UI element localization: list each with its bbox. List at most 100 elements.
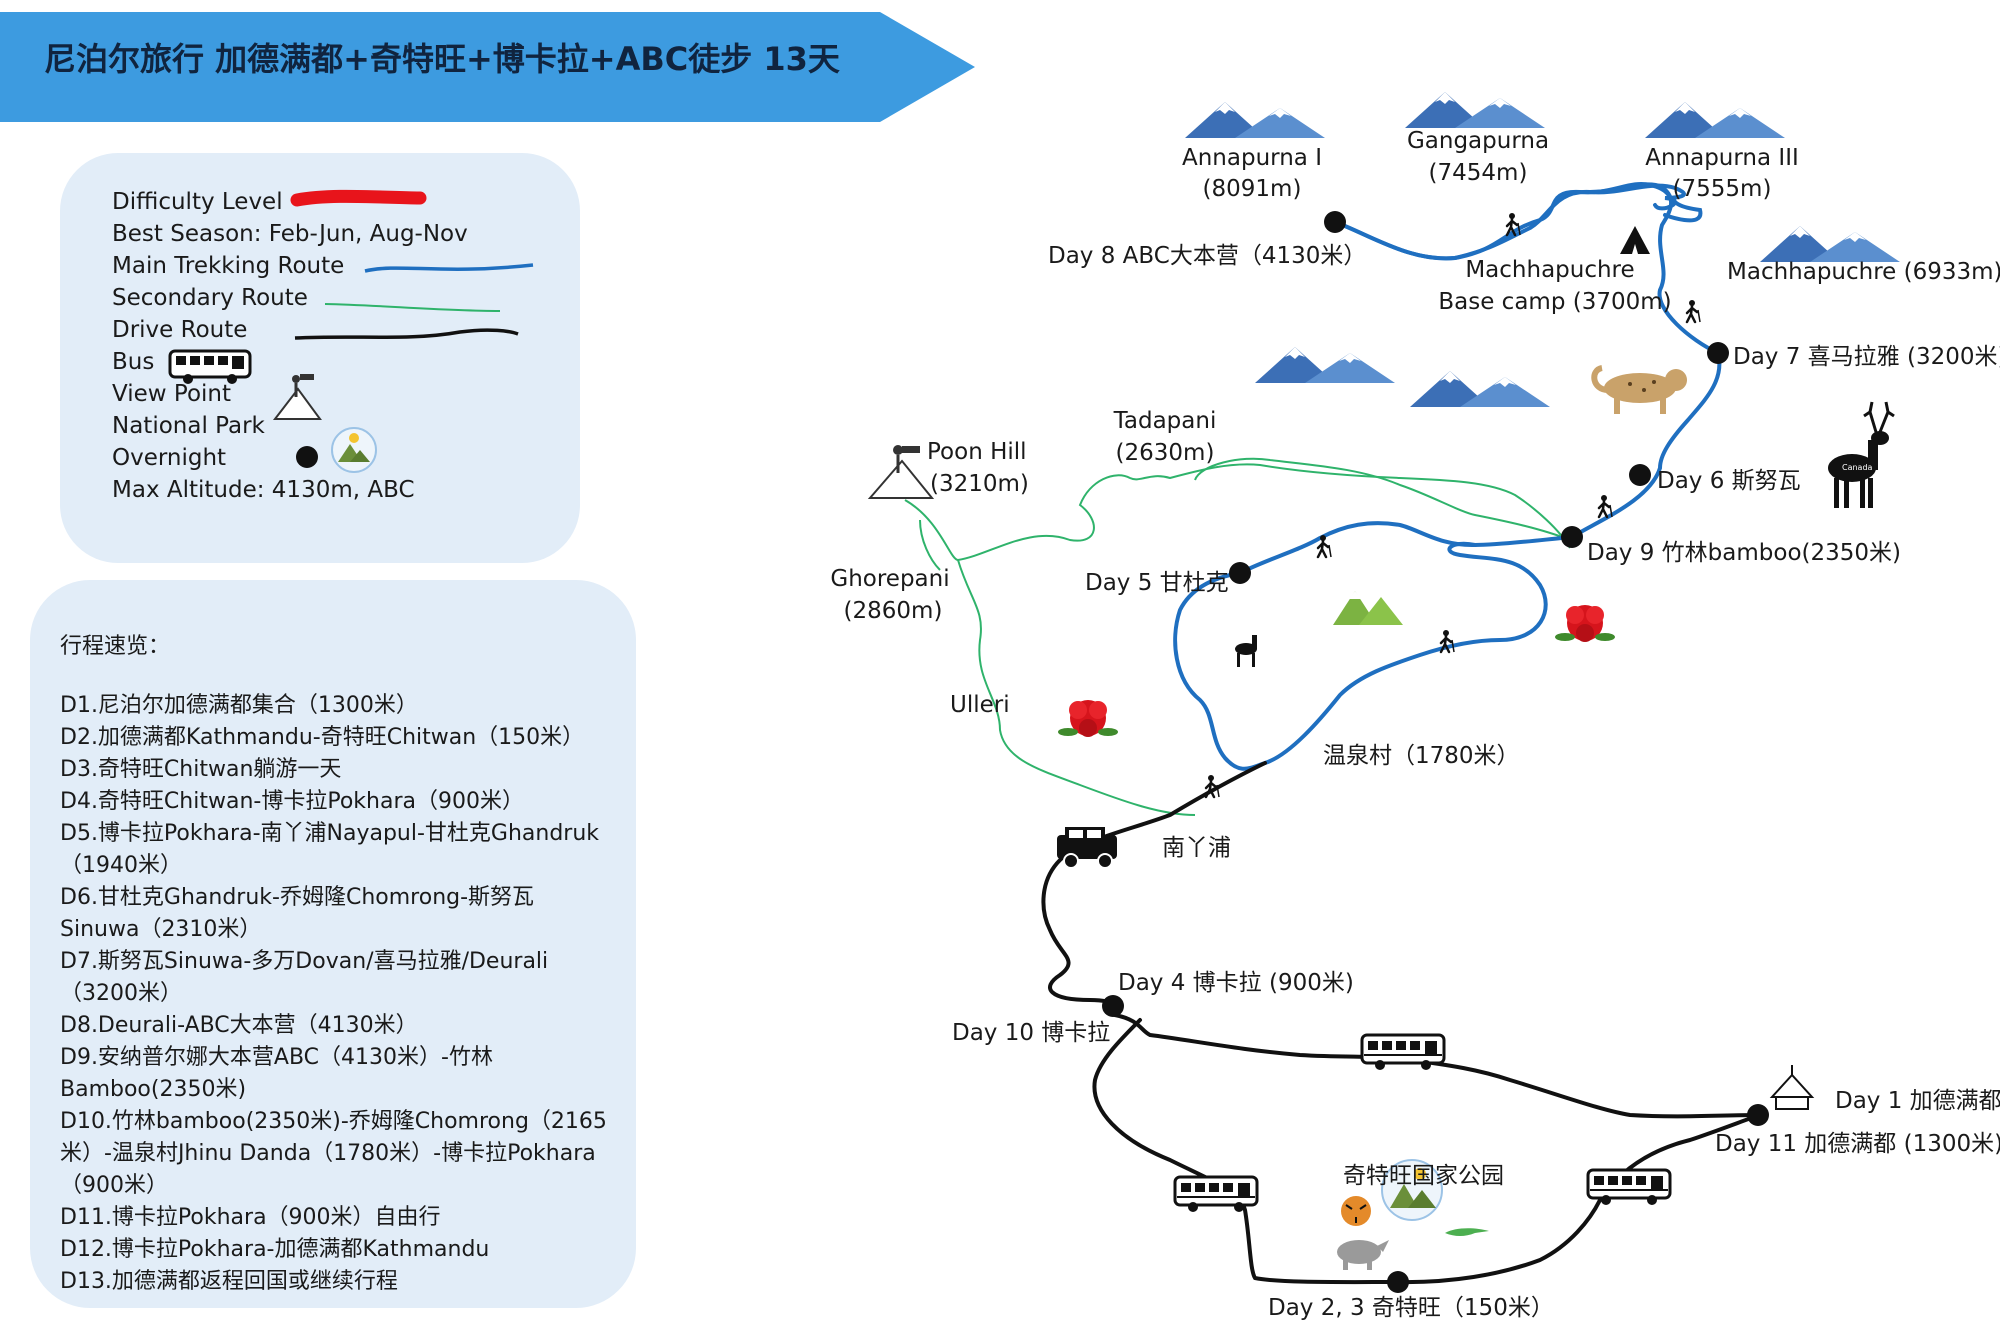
- overnight-dot: [1629, 464, 1651, 486]
- mountain-icon: [1405, 92, 1545, 128]
- overnight-dot: [1387, 1271, 1409, 1293]
- secondary-route: [904, 457, 1571, 816]
- legend-secondary-route: Secondary Route: [112, 285, 308, 311]
- place-label-ghorepani: Ghorepani: [830, 566, 949, 592]
- overnight-dot: [1707, 342, 1729, 364]
- place-label-abc: Day 8 ABC大本营（4130米）: [1048, 243, 1366, 269]
- legend-secondary-route-line: [324, 303, 501, 312]
- legend-best-season: Best Season: Feb-Jun, Aug-Nov: [112, 221, 468, 247]
- legend-bus: Bus: [112, 349, 155, 375]
- place-label-nayapul: 南丫浦: [1162, 835, 1231, 861]
- peak-label-gangapurna: Gangapurna: [1407, 128, 1549, 154]
- place-label-poon-hill-altitude: (3210m): [930, 471, 1029, 497]
- legend-main-route-line: [364, 263, 534, 273]
- place-label-chitwan-np: 奇特旺国家公园: [1343, 1163, 1504, 1189]
- place-label-day9: Day 9 竹林bamboo(2350米): [1587, 540, 1901, 566]
- deer-icon: Canada: [1828, 401, 1895, 508]
- peak-altitude-annapurna-iii: (7555m): [1673, 176, 1772, 202]
- place-label-day6: Day 6 斯努瓦: [1657, 468, 1801, 494]
- mountain-icon: [1410, 371, 1550, 407]
- itinerary-item: D4.奇特旺Chitwan-博卡拉Pokhara（900米）: [60, 789, 524, 814]
- place-label-day10: Day 10 博卡拉: [952, 1020, 1110, 1046]
- mountain-icon: [1255, 347, 1395, 383]
- peak-altitude-annapurna-i: (8091m): [1203, 176, 1302, 202]
- legend-viewpoint-icon: [272, 374, 322, 420]
- hiker-icon: [1439, 628, 1456, 654]
- place-label-mbc-altitude: Base camp (3700m): [1438, 289, 1671, 315]
- hiker-icon: [1204, 773, 1221, 799]
- itinerary-item: D6.甘杜克Ghandruk-乔姆隆Chomrong-斯努瓦 Sinuwa（23…: [60, 885, 535, 942]
- legend-overnight-dot: [296, 446, 318, 468]
- small-deer-icon: [1235, 635, 1257, 667]
- place-label-day1: Day 1 加德满都: [1835, 1088, 2000, 1114]
- itinerary-item: D9.安纳普尔娜大本营ABC（4130米）-竹林 Bamboo(2350米): [60, 1045, 493, 1102]
- place-label-poon-hill: Poon Hill: [927, 439, 1027, 465]
- place-label-day7: Day 7 喜马拉雅 (3200米): [1733, 344, 2000, 370]
- rhododendron-icon: [1058, 700, 1118, 737]
- mountain-icon: [1645, 102, 1785, 138]
- mountain-icon: [1760, 226, 1900, 262]
- legend-overnight: Overnight: [112, 445, 227, 471]
- place-label-mbc: Machhapuchre: [1465, 257, 1634, 283]
- itinerary-item: D2.加德满都Kathmandu-奇特旺Chitwan（150米）: [60, 725, 585, 750]
- itinerary-item: D8.Deurali-ABC大本营（4130米）: [60, 1013, 418, 1038]
- place-label-day5: Day 5 甘杜克: [1085, 570, 1229, 596]
- deer-tag-label: Canada: [1842, 463, 1873, 472]
- itinerary-item: D7.斯努瓦Sinuwa-多万Dovan/喜马拉雅/Deurali （3200米…: [60, 949, 549, 1006]
- legend-main-route: Main Trekking Route: [112, 253, 345, 279]
- page-title: 尼泊尔旅行 加德满都+奇特旺+博卡拉+ABC徒步 13天: [44, 40, 840, 78]
- overnight-dot: [1561, 526, 1583, 548]
- snow-leopard-icon: [1591, 365, 1687, 414]
- itinerary-item: D3.奇特旺Chitwan躺游一天: [60, 757, 342, 782]
- legend-national-park: National Park: [112, 413, 265, 439]
- overnight-dot: [1324, 211, 1346, 233]
- chitwan-park-icon: [1381, 1159, 1443, 1221]
- itinerary-item: D10.竹林bamboo(2350米)-乔姆隆Chomrong（2165 米）-…: [60, 1109, 607, 1198]
- tiger-icon: [1341, 1196, 1371, 1226]
- title-banner: [0, 12, 975, 122]
- overnight-stops: [1102, 211, 1769, 1293]
- hills-icon: [1333, 591, 1403, 625]
- tent-icon: [1620, 226, 1650, 254]
- overnight-dot: [1747, 1104, 1769, 1126]
- itinerary-item: D5.博卡拉Pokhara-南丫浦Nayapul-甘杜克Ghandruk （19…: [60, 821, 600, 878]
- itinerary-item: D13.加德满都返程回国或继续行程: [60, 1269, 398, 1294]
- legend-panel: Difficulty Level Best Season: Feb-Jun, A…: [60, 153, 580, 563]
- place-label-hot-spring: 温泉村（1780米）: [1323, 743, 1520, 769]
- itinerary-panel: 行程速览： D1.尼泊尔加德满都集合（1300米） D2.加德满都Kathman…: [30, 580, 636, 1308]
- hiker-icon: [1685, 298, 1702, 324]
- legend-drive-route-line: [294, 328, 519, 340]
- rhino-icon: [1337, 1240, 1389, 1270]
- peak-altitude-gangapurna: (7454m): [1429, 160, 1528, 186]
- peak-label-annapurna-iii: Annapurna III: [1645, 145, 1799, 171]
- place-label-ulleri: Ulleri: [950, 692, 1010, 718]
- jeep-icon: [1057, 827, 1117, 869]
- itinerary-list: D1.尼泊尔加德满都集合（1300米） D2.加德满都Kathmandu-奇特旺…: [60, 690, 630, 1298]
- mountain-icon: [1185, 102, 1325, 138]
- place-label-day11: Day 11 加德满都 (1300米): [1715, 1131, 2000, 1157]
- overnight-dot: [1229, 562, 1251, 584]
- stupa-icon: [1769, 1065, 1815, 1110]
- place-label-day2-3: Day 2, 3 奇特旺（150米）: [1268, 1295, 1554, 1321]
- legend-max-altitude: Max Altitude: 4130m, ABC: [112, 477, 415, 503]
- difficulty-mark: [290, 189, 427, 207]
- itinerary-item: D11.博卡拉Pokhara（900米）自由行: [60, 1205, 441, 1230]
- itinerary-item: D1.尼泊尔加德满都集合（1300米）: [60, 693, 418, 718]
- legend-drive-route: Drive Route: [112, 317, 248, 343]
- main-trekking-route: [1173, 182, 1722, 771]
- itinerary-item: D12.博卡拉Pokhara-加德满都Kathmandu: [60, 1237, 490, 1262]
- itinerary-title: 行程速览：: [60, 634, 171, 659]
- place-label-tadapani: Tadapani: [1113, 408, 1217, 434]
- legend-national-park-icon: [331, 427, 377, 473]
- place-label-tadapani-altitude: (2630m): [1116, 440, 1215, 466]
- legend-difficulty: Difficulty Level: [112, 189, 283, 215]
- overnight-dot: [1102, 995, 1124, 1017]
- peak-label-machhapuchre: Machhapuchre (6933m): [1727, 259, 2000, 285]
- place-label-ghorepani-altitude: (2860m): [844, 598, 943, 624]
- crocodile-icon: [1445, 1228, 1489, 1236]
- peak-label-annapurna-i: Annapurna I: [1182, 145, 1322, 171]
- place-label-day4: Day 4 博卡拉 (900米): [1118, 970, 1354, 996]
- legend-bus-icon: [168, 349, 252, 384]
- legend-symbols: [168, 189, 534, 473]
